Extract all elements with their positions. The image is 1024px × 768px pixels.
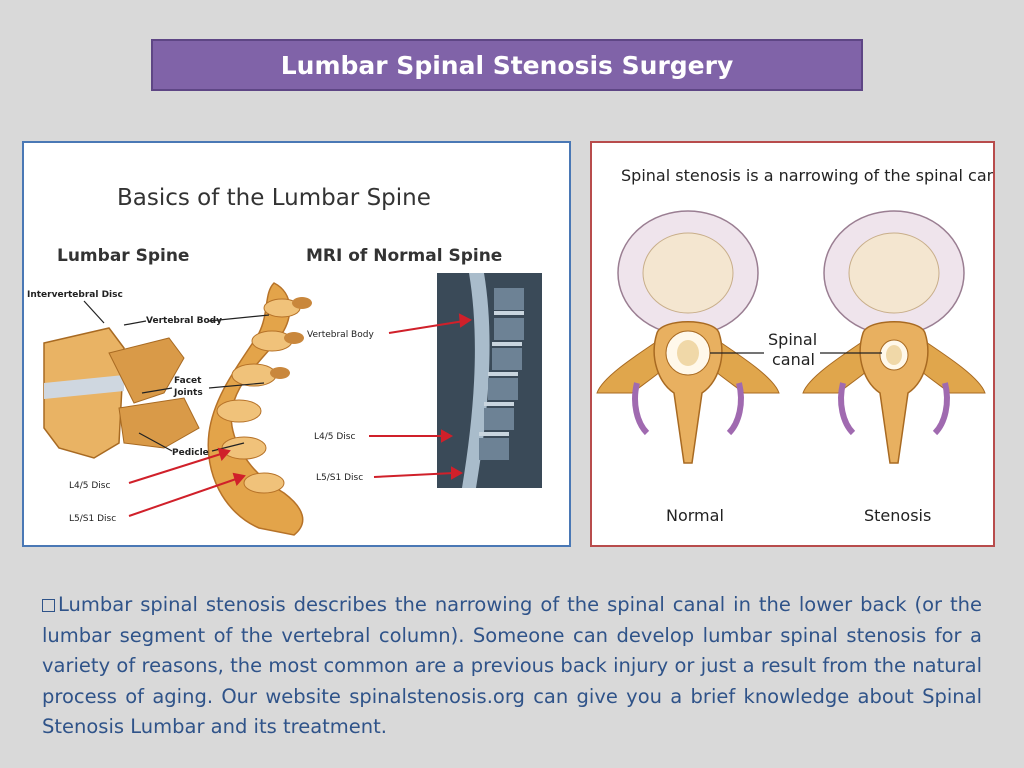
body-text: Lumbar spinal stenosis describes the nar… xyxy=(42,593,982,738)
label-l45-disc: L4/5 Disc xyxy=(69,481,110,491)
label-l45-disc-mri: L4/5 Disc xyxy=(314,432,355,442)
body-paragraph: Lumbar spinal stenosis describes the nar… xyxy=(42,590,982,743)
stenosis-figure: Spinal stenosis is a narrowing of the sp… xyxy=(590,141,995,547)
slide-title-bar: Lumbar Spinal Stenosis Surgery xyxy=(151,39,863,91)
stenosis-figure-title: Spinal stenosis is a narrowing of the sp… xyxy=(621,166,993,185)
lumbar-spine-illustration xyxy=(43,282,312,536)
checkbox-bullet-icon xyxy=(42,599,55,612)
label-facet: Facet xyxy=(174,376,202,386)
label-l5s1-disc: L5/S1 Disc xyxy=(69,514,116,524)
caption-normal: Normal xyxy=(666,506,724,525)
mri-image xyxy=(437,273,542,488)
label-l5s1-disc-mri: L5/S1 Disc xyxy=(316,473,363,483)
label-intervertebral-disc: Intervertebral Disc xyxy=(27,290,123,300)
subtitle-mri: MRI of Normal Spine xyxy=(306,246,502,266)
label-pedicle: Pedicle xyxy=(172,448,209,458)
lumbar-spine-figure: Basics of the Lumbar Spine Lumbar Spine … xyxy=(22,141,571,547)
normal-vertebra-illustration xyxy=(596,210,780,464)
red-arrows xyxy=(128,313,472,517)
caption-stenosis: Stenosis xyxy=(864,506,931,525)
slide-title: Lumbar Spinal Stenosis Surgery xyxy=(280,50,734,80)
figure-title: Basics of the Lumbar Spine xyxy=(117,185,431,211)
subtitle-lumbar-spine: Lumbar Spine xyxy=(57,246,189,266)
label-vertebral-body: Vertebral Body xyxy=(146,316,222,326)
label-joints: Joints xyxy=(173,388,203,398)
label-spinal: Spinal xyxy=(768,330,817,349)
stenosis-vertebra-illustration xyxy=(802,210,986,464)
label-canal: canal xyxy=(772,350,815,369)
label-vertebral-body-mri: Vertebral Body xyxy=(307,330,374,340)
